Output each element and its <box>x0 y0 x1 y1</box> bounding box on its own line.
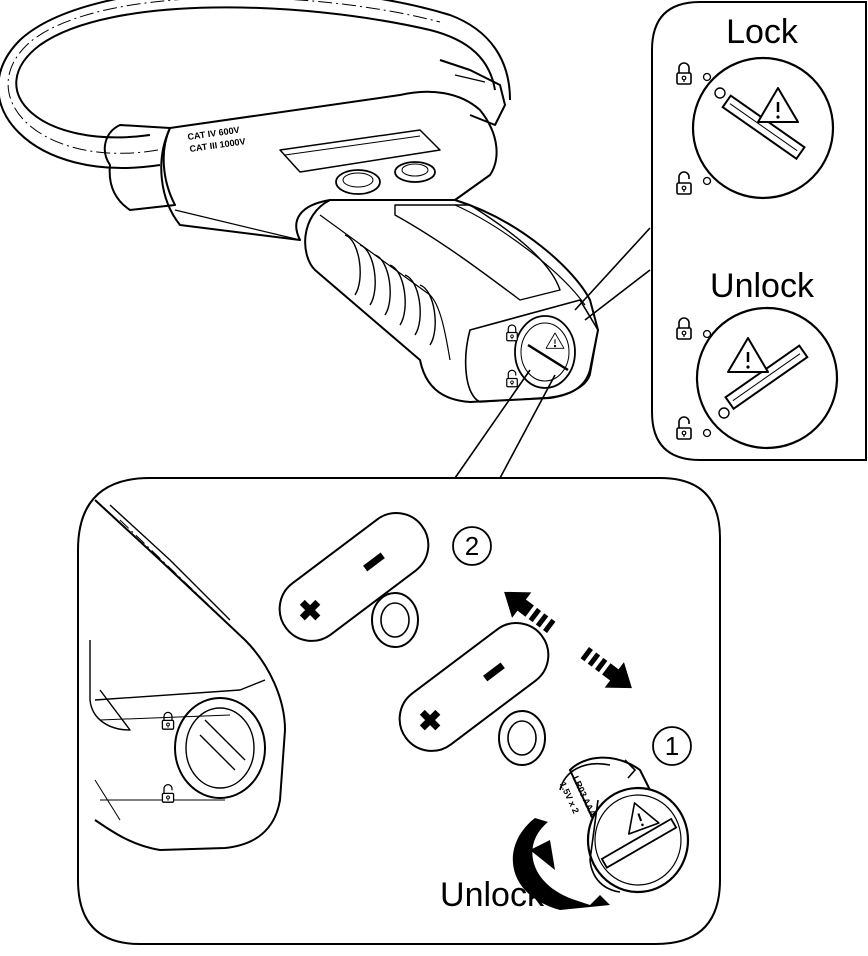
grip-ribs <box>344 234 436 346</box>
rotate-arrow-icon <box>512 818 610 910</box>
minus-icon <box>363 552 385 572</box>
minus-icon <box>483 662 505 682</box>
callout-leader-lines <box>454 227 651 479</box>
plus-icon <box>299 599 321 621</box>
step-1-label: 1 <box>665 731 679 761</box>
step-1-circle <box>652 726 692 766</box>
lock-label: Lock <box>726 13 799 51</box>
aaa-battery-1 <box>278 512 430 648</box>
unlock-state-diagram <box>676 306 839 450</box>
detail-unlock-label: Unlock <box>440 876 545 914</box>
lock-state-diagram <box>676 56 835 200</box>
display-window <box>279 129 441 173</box>
lock-unlock-callout: Lock Unlock <box>651 1 867 461</box>
step-2-label: 2 <box>465 531 479 561</box>
meter-button-right <box>394 161 436 183</box>
meter-body <box>160 90 498 241</box>
battery-end-face <box>464 299 599 403</box>
plus-icon <box>419 709 441 731</box>
battery-detail-panel: 2 1 LR03 AAA 1.5V x 2 Unlock <box>77 477 721 945</box>
aaa-battery-2 <box>398 622 550 766</box>
unlock-label: Unlock <box>710 267 815 305</box>
coil-sleeve <box>103 124 176 211</box>
meter-end-closeup <box>89 499 286 851</box>
meter-handle <box>304 199 599 403</box>
flexible-coil-loop <box>15 6 496 139</box>
clamp-meter-device <box>0 0 599 403</box>
battery-socket <box>174 697 266 799</box>
meter-button-left <box>335 169 381 195</box>
step-2-circle <box>452 526 492 566</box>
double-arrow-icon <box>504 591 632 689</box>
battery-cap-small <box>514 315 576 389</box>
